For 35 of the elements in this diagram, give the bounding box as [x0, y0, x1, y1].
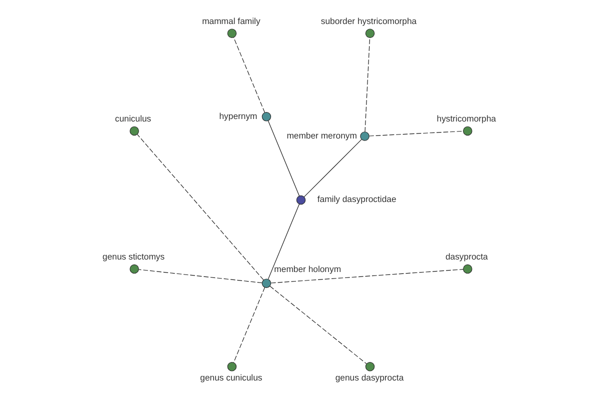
- node-circle: [462, 264, 472, 274]
- node-label: member holonym: [274, 264, 341, 274]
- node-label: cuniculus: [114, 114, 151, 124]
- node-label: hypernym: [218, 110, 257, 121]
- connector: [270, 269, 463, 284]
- node-circle: [364, 28, 374, 38]
- node-label: member meronym: [286, 130, 356, 140]
- node-label: genus cuniculus: [200, 372, 262, 382]
- connector: [267, 204, 300, 280]
- connector: [138, 269, 262, 284]
- node-circle: [129, 264, 138, 274]
- connector: [303, 139, 362, 198]
- node-label: genus dasyprocta: [334, 372, 404, 382]
- node-label: suborder hystricomorpha: [320, 16, 416, 26]
- node-label: genus stictomys: [102, 252, 164, 262]
- node-circle: [462, 126, 472, 136]
- node-circle: [364, 362, 374, 372]
- connector: [232, 287, 265, 363]
- node-circle: [261, 278, 271, 288]
- node-circle: [226, 362, 236, 372]
- node-label: family dasyproctidae: [316, 194, 396, 204]
- node-circle: [226, 28, 236, 38]
- node-circle: [129, 126, 138, 136]
- connector: [364, 38, 370, 132]
- node-circle: [261, 112, 271, 122]
- connector: [136, 134, 264, 280]
- connector: [368, 130, 463, 136]
- connector: [269, 286, 366, 364]
- node-label: dasyprocta: [444, 252, 488, 262]
- connector: [232, 37, 265, 113]
- node-circle: [296, 195, 306, 205]
- node-label: mammal family: [202, 16, 260, 26]
- node-circle: [360, 132, 369, 141]
- connector: [267, 120, 300, 196]
- node-label: hystricomorpha: [436, 114, 496, 124]
